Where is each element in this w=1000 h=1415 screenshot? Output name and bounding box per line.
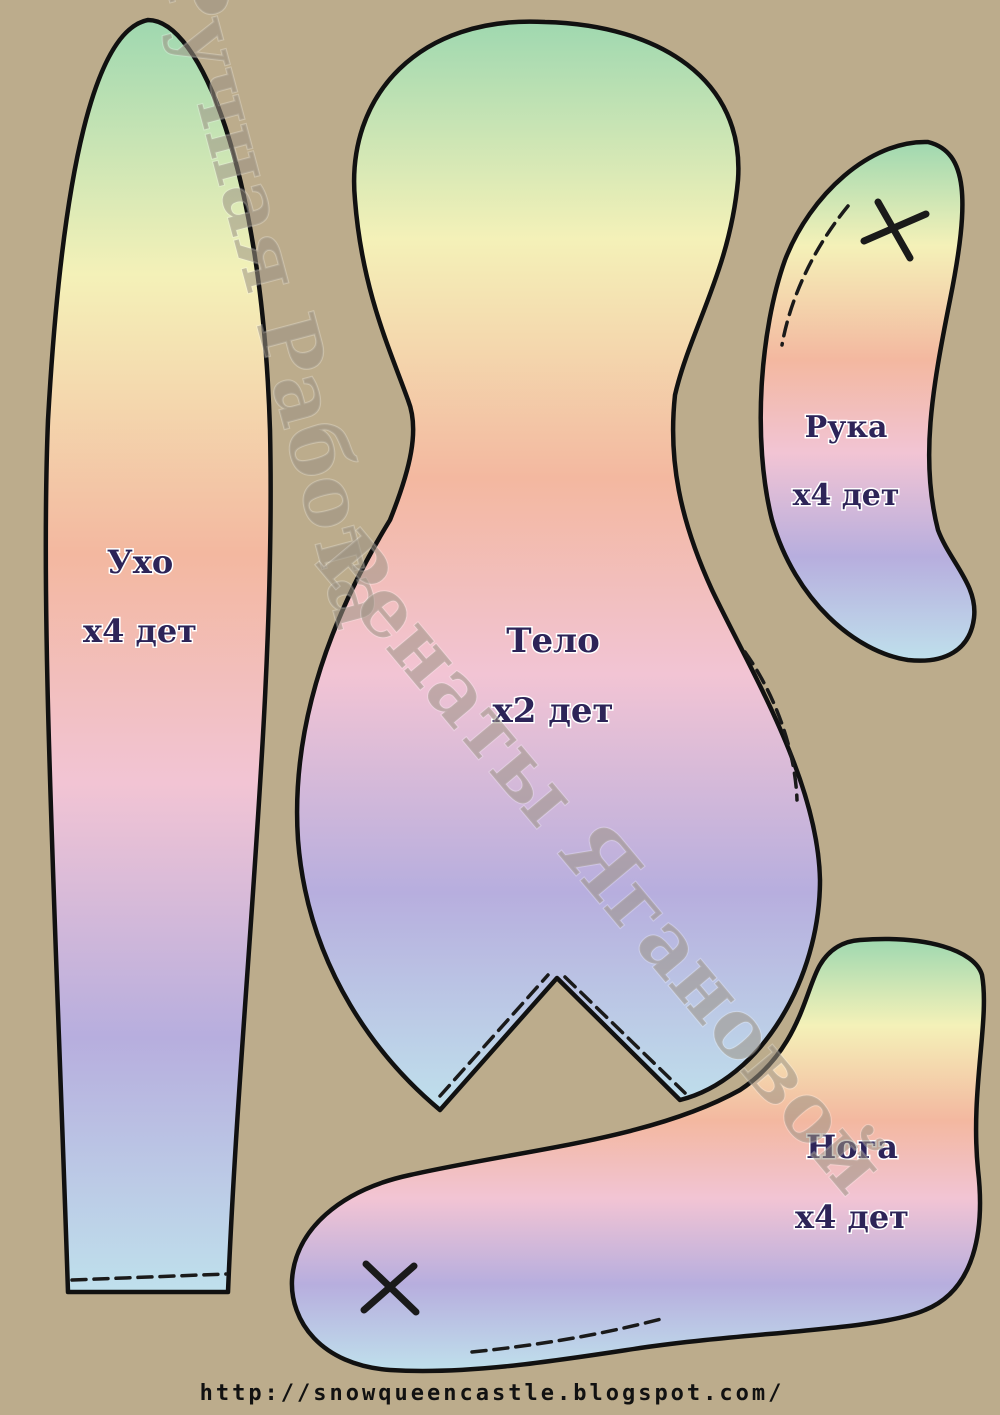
ear-count: x4 дет (83, 612, 197, 650)
leg-count: x4 дет (795, 1198, 909, 1236)
body-count: x2 дет (492, 691, 613, 731)
body-name: Тело (506, 621, 600, 661)
leg-outline (289, 936, 987, 1374)
arm-outline (758, 139, 977, 663)
arm-piece: Рука x4 дет (758, 139, 977, 663)
blog-url[interactable]: http://snowqueencastle.blogspot.com/ (200, 1381, 785, 1406)
body-outline (294, 19, 823, 1113)
cross-mark-icon (860, 198, 930, 262)
leg-seam-line (470, 1316, 667, 1354)
body-piece: Тело x2 дет (294, 19, 823, 1113)
leg-name: Нога (806, 1128, 898, 1166)
ear-outline (43, 17, 273, 1295)
arm-count: x4 дет (793, 478, 900, 513)
body-seam-side (743, 650, 799, 802)
leg-piece: Нога x4 дет (289, 936, 987, 1374)
ear-seam-line (70, 1272, 228, 1282)
ear-piece: Ухо x4 дет (43, 17, 273, 1295)
ear-name: Ухо (107, 543, 173, 581)
body-seam-left (438, 973, 550, 1098)
cross-mark-icon (360, 1260, 420, 1316)
body-seam-right (563, 975, 687, 1095)
arm-name: Рука (805, 410, 888, 445)
arm-seam-line (780, 204, 850, 347)
